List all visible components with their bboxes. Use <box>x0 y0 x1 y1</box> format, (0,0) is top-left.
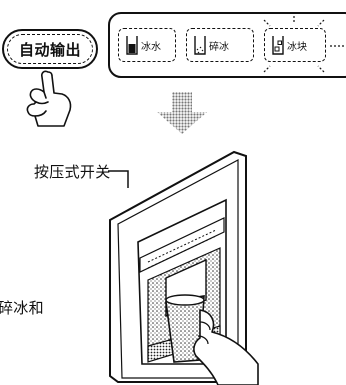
switch-leader-line <box>108 170 129 188</box>
down-arrow-icon <box>157 92 207 134</box>
pressing-hand-icon <box>26 70 72 127</box>
crushed-ice-cup-icon <box>194 36 206 55</box>
option-ice-cube-label: 冰块 <box>287 41 307 53</box>
option-crushed-ice[interactable]: 碎冰 <box>186 28 254 62</box>
press-switch-label: 按压式开关 <box>34 163 111 181</box>
side-caption-text: 碎冰和 <box>0 299 44 317</box>
option-ice-water-label: 冰水 <box>141 41 161 53</box>
auto-dispense-label: 自动输出 <box>18 40 81 59</box>
dispenser-illustration <box>108 150 259 385</box>
water-cup-icon <box>126 36 138 55</box>
option-ice-water[interactable]: 冰水 <box>118 28 176 62</box>
ice-cube-cup-icon <box>272 36 284 55</box>
selection-glow-icon <box>263 16 346 73</box>
auto-dispense-button[interactable]: 自动输出 <box>2 29 98 69</box>
option-ice-cube[interactable]: 冰块 <box>264 28 326 62</box>
dispenser-select-panel: 冰水 碎冰 冰块 <box>108 12 346 78</box>
option-crushed-ice-label: 碎冰 <box>209 41 229 53</box>
